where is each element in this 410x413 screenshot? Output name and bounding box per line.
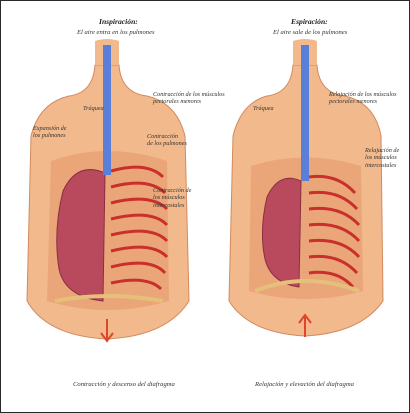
expiration-caption: Relajación y elevación del diafragma [255, 381, 354, 388]
label-traquea-inspiration: Tráquea [83, 105, 104, 112]
inspiration-subtitle: El aire entra en los pulmones [77, 29, 155, 36]
inspiration-caption: Contracción y descenso del diafragma [73, 381, 175, 388]
expiration-subtitle: El aire sale de los pulmones [273, 29, 347, 36]
label-traquea-expiration: Tráquea [253, 105, 274, 112]
lung-shape [57, 170, 105, 301]
expiration-title: Espiración: [291, 17, 328, 26]
expiration-panel: Espiración: El aire sale de los pulmones… [211, 1, 407, 412]
trachea-tube [103, 45, 111, 175]
trachea-tube [301, 45, 309, 181]
inspiration-title: Inspiración: [99, 17, 138, 26]
inspiration-panel: Inspiración: El aire entra en los pulmon… [7, 1, 207, 412]
expiration-illustration [211, 1, 407, 412]
